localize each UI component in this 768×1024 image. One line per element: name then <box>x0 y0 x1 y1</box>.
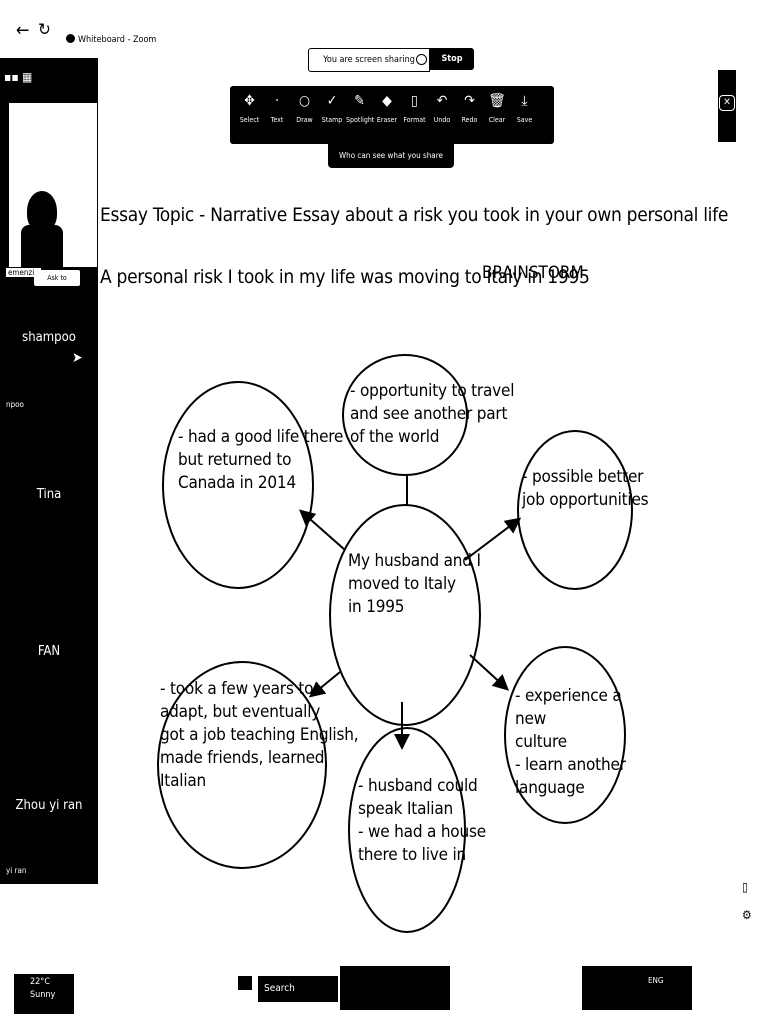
screen-sharing-status: You are screen sharing <box>308 48 430 72</box>
brainstorm-diagram: My husband and I moved to Italy in 1995 … <box>150 350 650 935</box>
weather-desc: Sunny <box>30 990 56 1000</box>
participant-name-small: emenzin <box>6 268 41 277</box>
tool-format[interactable]: ▯ Format <box>401 92 428 124</box>
weather-widget[interactable]: 22°C Sunny <box>14 974 74 1014</box>
participant-fan[interactable]: FAN <box>37 644 61 659</box>
undo-icon: ↶ <box>436 93 448 109</box>
tool-label: Redo <box>461 116 478 124</box>
draw-icon: ○ <box>299 93 310 109</box>
bubble-job <box>517 430 633 590</box>
ask-to-unmute-button[interactable]: Ask to Unmute <box>34 270 80 298</box>
avatar <box>27 191 57 231</box>
weather-temp: 22°C <box>30 977 51 987</box>
tool-clear[interactable]: 🗑 Clear <box>484 92 511 124</box>
tool-draw[interactable]: ○ Draw <box>291 92 318 124</box>
avatar-body <box>21 225 63 267</box>
taskbar-apps[interactable] <box>340 966 450 1010</box>
eraser-icon: ◆ <box>382 93 392 109</box>
arrow-good-life <box>299 509 346 551</box>
center-bubble <box>329 504 481 726</box>
tool-label: Spotlight <box>346 116 375 124</box>
spotlight-icon: ✎ <box>354 93 365 109</box>
select-icon: ✥ <box>244 93 255 109</box>
participant-zhou-sub: yi ran <box>6 866 27 875</box>
language-indicator[interactable]: ENG <box>648 976 664 985</box>
save-icon: ⤓ <box>521 93 528 109</box>
side-controls-icon[interactable]: ▯⚙ <box>742 880 752 922</box>
who-can-see-button[interactable]: Who can see what you share here? <box>328 144 454 184</box>
tool-save[interactable]: ⤓ Save <box>511 92 538 124</box>
tool-label: Undo <box>433 116 451 124</box>
tool-label: Format <box>403 116 426 124</box>
close-icon[interactable]: ✕ <box>719 95 735 111</box>
bubble-husband-text: - husband could speak Italian - we had a… <box>358 776 486 865</box>
center-bubble-text: My husband and I moved to Italy in 1995 <box>348 551 481 617</box>
bubble-travel-text: - opportunity to travel and see another … <box>350 381 515 447</box>
tool-eraser[interactable]: ◆ Eraser <box>374 92 401 124</box>
tool-label: Draw <box>296 116 313 124</box>
diagram-shapes <box>157 354 633 933</box>
redo-icon: ↷ <box>464 93 475 109</box>
bubble-good-life-text: - had a good life there but returned to … <box>178 427 344 493</box>
stop-share-button[interactable]: Stop Share <box>430 48 474 86</box>
brainstorm-label: BRAINSTORM <box>482 263 584 283</box>
tool-label: Text <box>270 116 284 124</box>
tool-label: Eraser <box>376 116 398 124</box>
tool-stamp[interactable]: ✓ Stamp <box>319 92 346 124</box>
essay-topic-text: Essay Topic - Narrative Essay about a ri… <box>100 204 729 226</box>
bubble-good-life <box>162 381 314 589</box>
participant-shampoo-sub: npoo <box>6 400 24 409</box>
arrow-job <box>464 517 522 561</box>
close-whiteboard-control[interactable]: ✕ <box>718 70 736 142</box>
grid-view-icon[interactable]: ▪▪ ▦ <box>4 70 33 84</box>
tool-undo[interactable]: ↶ Undo <box>429 92 456 124</box>
tool-label: Stamp <box>321 116 343 124</box>
taskbar-search-button[interactable]: Search <box>258 976 338 1002</box>
bubble-adapt <box>157 661 327 869</box>
text-icon: · <box>275 93 279 109</box>
bubble-job-text: - possible better job opportunities <box>522 467 649 510</box>
refresh-icon[interactable]: ↻ <box>38 20 51 40</box>
participant-tina[interactable]: Tina <box>36 487 62 502</box>
whiteboard-toolbar: ✥ Select · Text ○ Draw ✓ Stamp ✎ Spotlight ◆ Eraser… <box>230 86 554 144</box>
bubble-culture-text: - experience a new culture - learn anoth… <box>515 686 626 798</box>
tool-label: Clear <box>488 116 506 124</box>
bubble-travel <box>342 354 468 476</box>
clear-icon: 🗑 <box>488 93 506 109</box>
stamp-icon: ✓ <box>326 93 338 109</box>
tool-redo[interactable]: ↷ Redo <box>456 92 483 124</box>
share-status-bar: You are screen sharing Stop Share <box>308 48 474 86</box>
tool-text[interactable]: · Text <box>264 92 291 124</box>
shield-icon[interactable] <box>416 54 427 65</box>
participant-shampoo[interactable]: shampoo <box>22 330 76 345</box>
bubble-husband <box>348 727 466 933</box>
format-icon: ▯ <box>411 93 418 109</box>
participant-video-tile[interactable] <box>8 102 98 268</box>
personal-risk-text: A personal risk I took in my life was mo… <box>100 266 590 288</box>
bubble-adapt-text: - took a few years to adapt, but eventua… <box>160 679 359 791</box>
bubble-culture <box>504 646 626 824</box>
participant-zhou-yi-ran[interactable]: Zhou yi ran <box>15 798 83 813</box>
tool-label: Save <box>516 116 533 124</box>
tool-select[interactable]: ✥ Select <box>236 92 263 124</box>
arrow-adapt <box>308 671 341 698</box>
back-arrow-icon[interactable]: ← <box>16 20 30 41</box>
zoom-app-icon <box>66 34 75 43</box>
system-tray[interactable]: ENG <box>582 966 692 1010</box>
tool-spotlight[interactable]: ✎ Spotlight <box>346 92 375 124</box>
window-title: Whiteboard - Zoom <box>78 35 157 45</box>
arrow-culture <box>469 654 509 691</box>
participants-panel: ▪▪ ▦ <box>0 58 98 884</box>
search-label: Search <box>264 983 295 994</box>
mouse-cursor-icon: ➤ <box>72 350 83 366</box>
start-icon[interactable] <box>238 976 252 990</box>
tool-label: Select <box>239 116 260 124</box>
